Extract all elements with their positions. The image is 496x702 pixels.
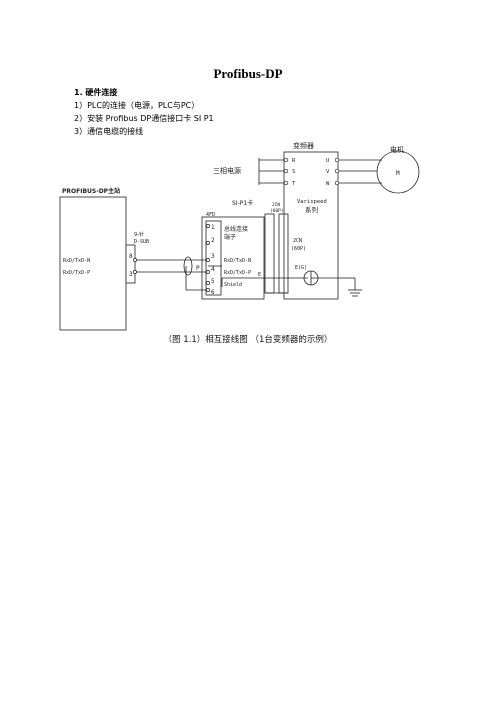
card-pin-3: 3 (211, 253, 215, 260)
motor-circle (376, 150, 420, 194)
cable-label: P (196, 265, 200, 272)
connector-mid-line1: 2CN (293, 238, 302, 244)
terminal-t: T (292, 181, 296, 187)
dsub-connector (125, 244, 136, 284)
terminal-w: W (326, 181, 330, 187)
terminal-v: V (326, 169, 330, 175)
dsub-line2: D-SUB (134, 239, 149, 245)
connector-top-line1: 2CN (272, 202, 280, 208)
connector-mid-line2: (60P) (291, 246, 306, 252)
terminal-block-line2: 端子 (224, 233, 236, 241)
motor-label: 电机 (390, 145, 404, 154)
connector-top-line2: (60P) (270, 208, 284, 214)
step-1: 1）PLC的连接（电源，PLC与PC） (74, 101, 200, 110)
connector-2cn-a (264, 213, 275, 294)
dsub-pin-3: 3 (129, 271, 133, 278)
card-pin-2: 2 (211, 237, 215, 244)
card-port: 4FD (206, 212, 215, 218)
card-pin-1: 1 (211, 224, 215, 231)
section-heading: 1. 硬件连接 (74, 88, 118, 97)
dsub-pin-8: 8 (129, 253, 133, 260)
figure-caption: （图 1.1）相互接线图 （1台变频器的示例） (163, 335, 333, 345)
card-signal-shield: Shield (224, 282, 242, 288)
page-title: Profibus-DP (213, 66, 283, 81)
ground-label: E (258, 272, 261, 278)
card-label: SI-P1卡 (232, 199, 253, 207)
series-line1: Varispeed (297, 199, 327, 205)
step-2: 2）安装 Profibus DP通信接口卡 SI P1 (74, 114, 214, 123)
terminal-s: S (292, 169, 295, 175)
dsub-line1: 9-针 (134, 231, 144, 238)
power-label: 三相电源 (213, 166, 241, 175)
terminal-u: U (326, 158, 329, 164)
card-pin-6: 6 (211, 289, 215, 296)
card-signal-n: RxD/TxD-N (224, 258, 251, 264)
ground-terminal-label: E(G) (295, 265, 307, 271)
si-p1-card (201, 216, 265, 300)
terminal-block-line1: 总线连接 (224, 225, 248, 233)
terminal-r: R (292, 158, 296, 164)
step-3: 3）通信电缆的接线 (74, 127, 144, 136)
card-pin-4: 4 (211, 266, 215, 273)
motor-symbol: M (396, 170, 400, 177)
inverter-label: 变频器 (293, 141, 314, 150)
card-signal-p: RxD/TxD-P (224, 270, 251, 276)
master-pin-p: RxD/TxD-P (63, 270, 90, 276)
series-line2: 系列 (305, 205, 318, 214)
card-terminal-block (205, 220, 222, 296)
card-pin-5: 5 (211, 278, 215, 285)
master-label: PROFIBUS-DP主站 (62, 187, 120, 195)
master-box (59, 196, 127, 331)
master-pin-n: RxD/TxD-N (63, 258, 90, 264)
